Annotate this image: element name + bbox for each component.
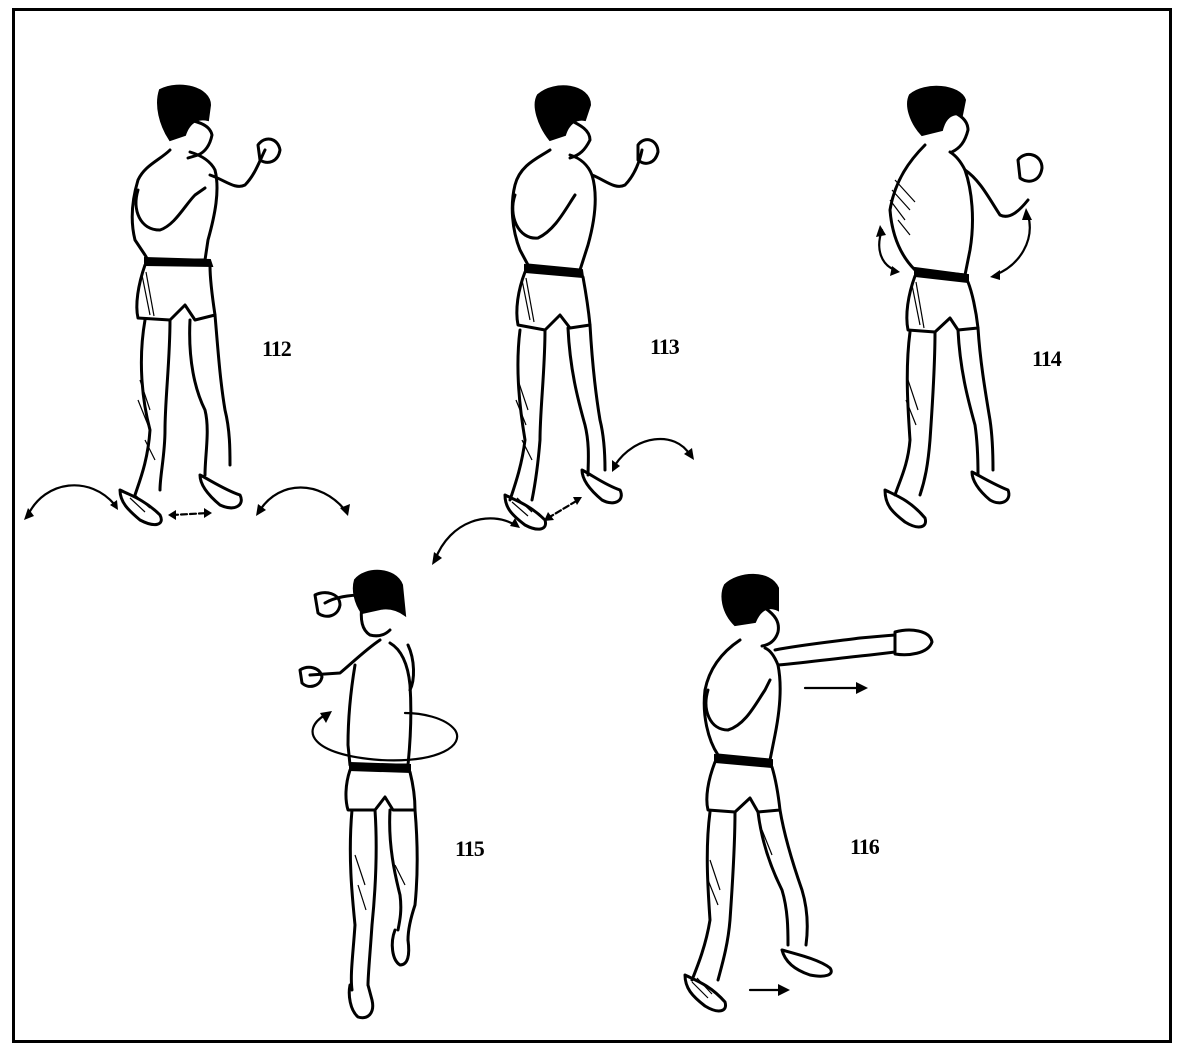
figure-113-boxer	[420, 80, 710, 560]
figure-label-115: 115	[455, 836, 484, 862]
figure-115-boxer	[290, 565, 480, 1025]
figure-112-boxer	[20, 80, 370, 540]
figure-label-113: 113	[650, 334, 679, 360]
figure-114-boxer	[860, 80, 1060, 540]
figure-116-boxer	[670, 570, 950, 1020]
figure-label-112: 112	[262, 336, 291, 362]
figure-label-114: 114	[1032, 346, 1061, 372]
figure-label-116: 116	[850, 834, 879, 860]
